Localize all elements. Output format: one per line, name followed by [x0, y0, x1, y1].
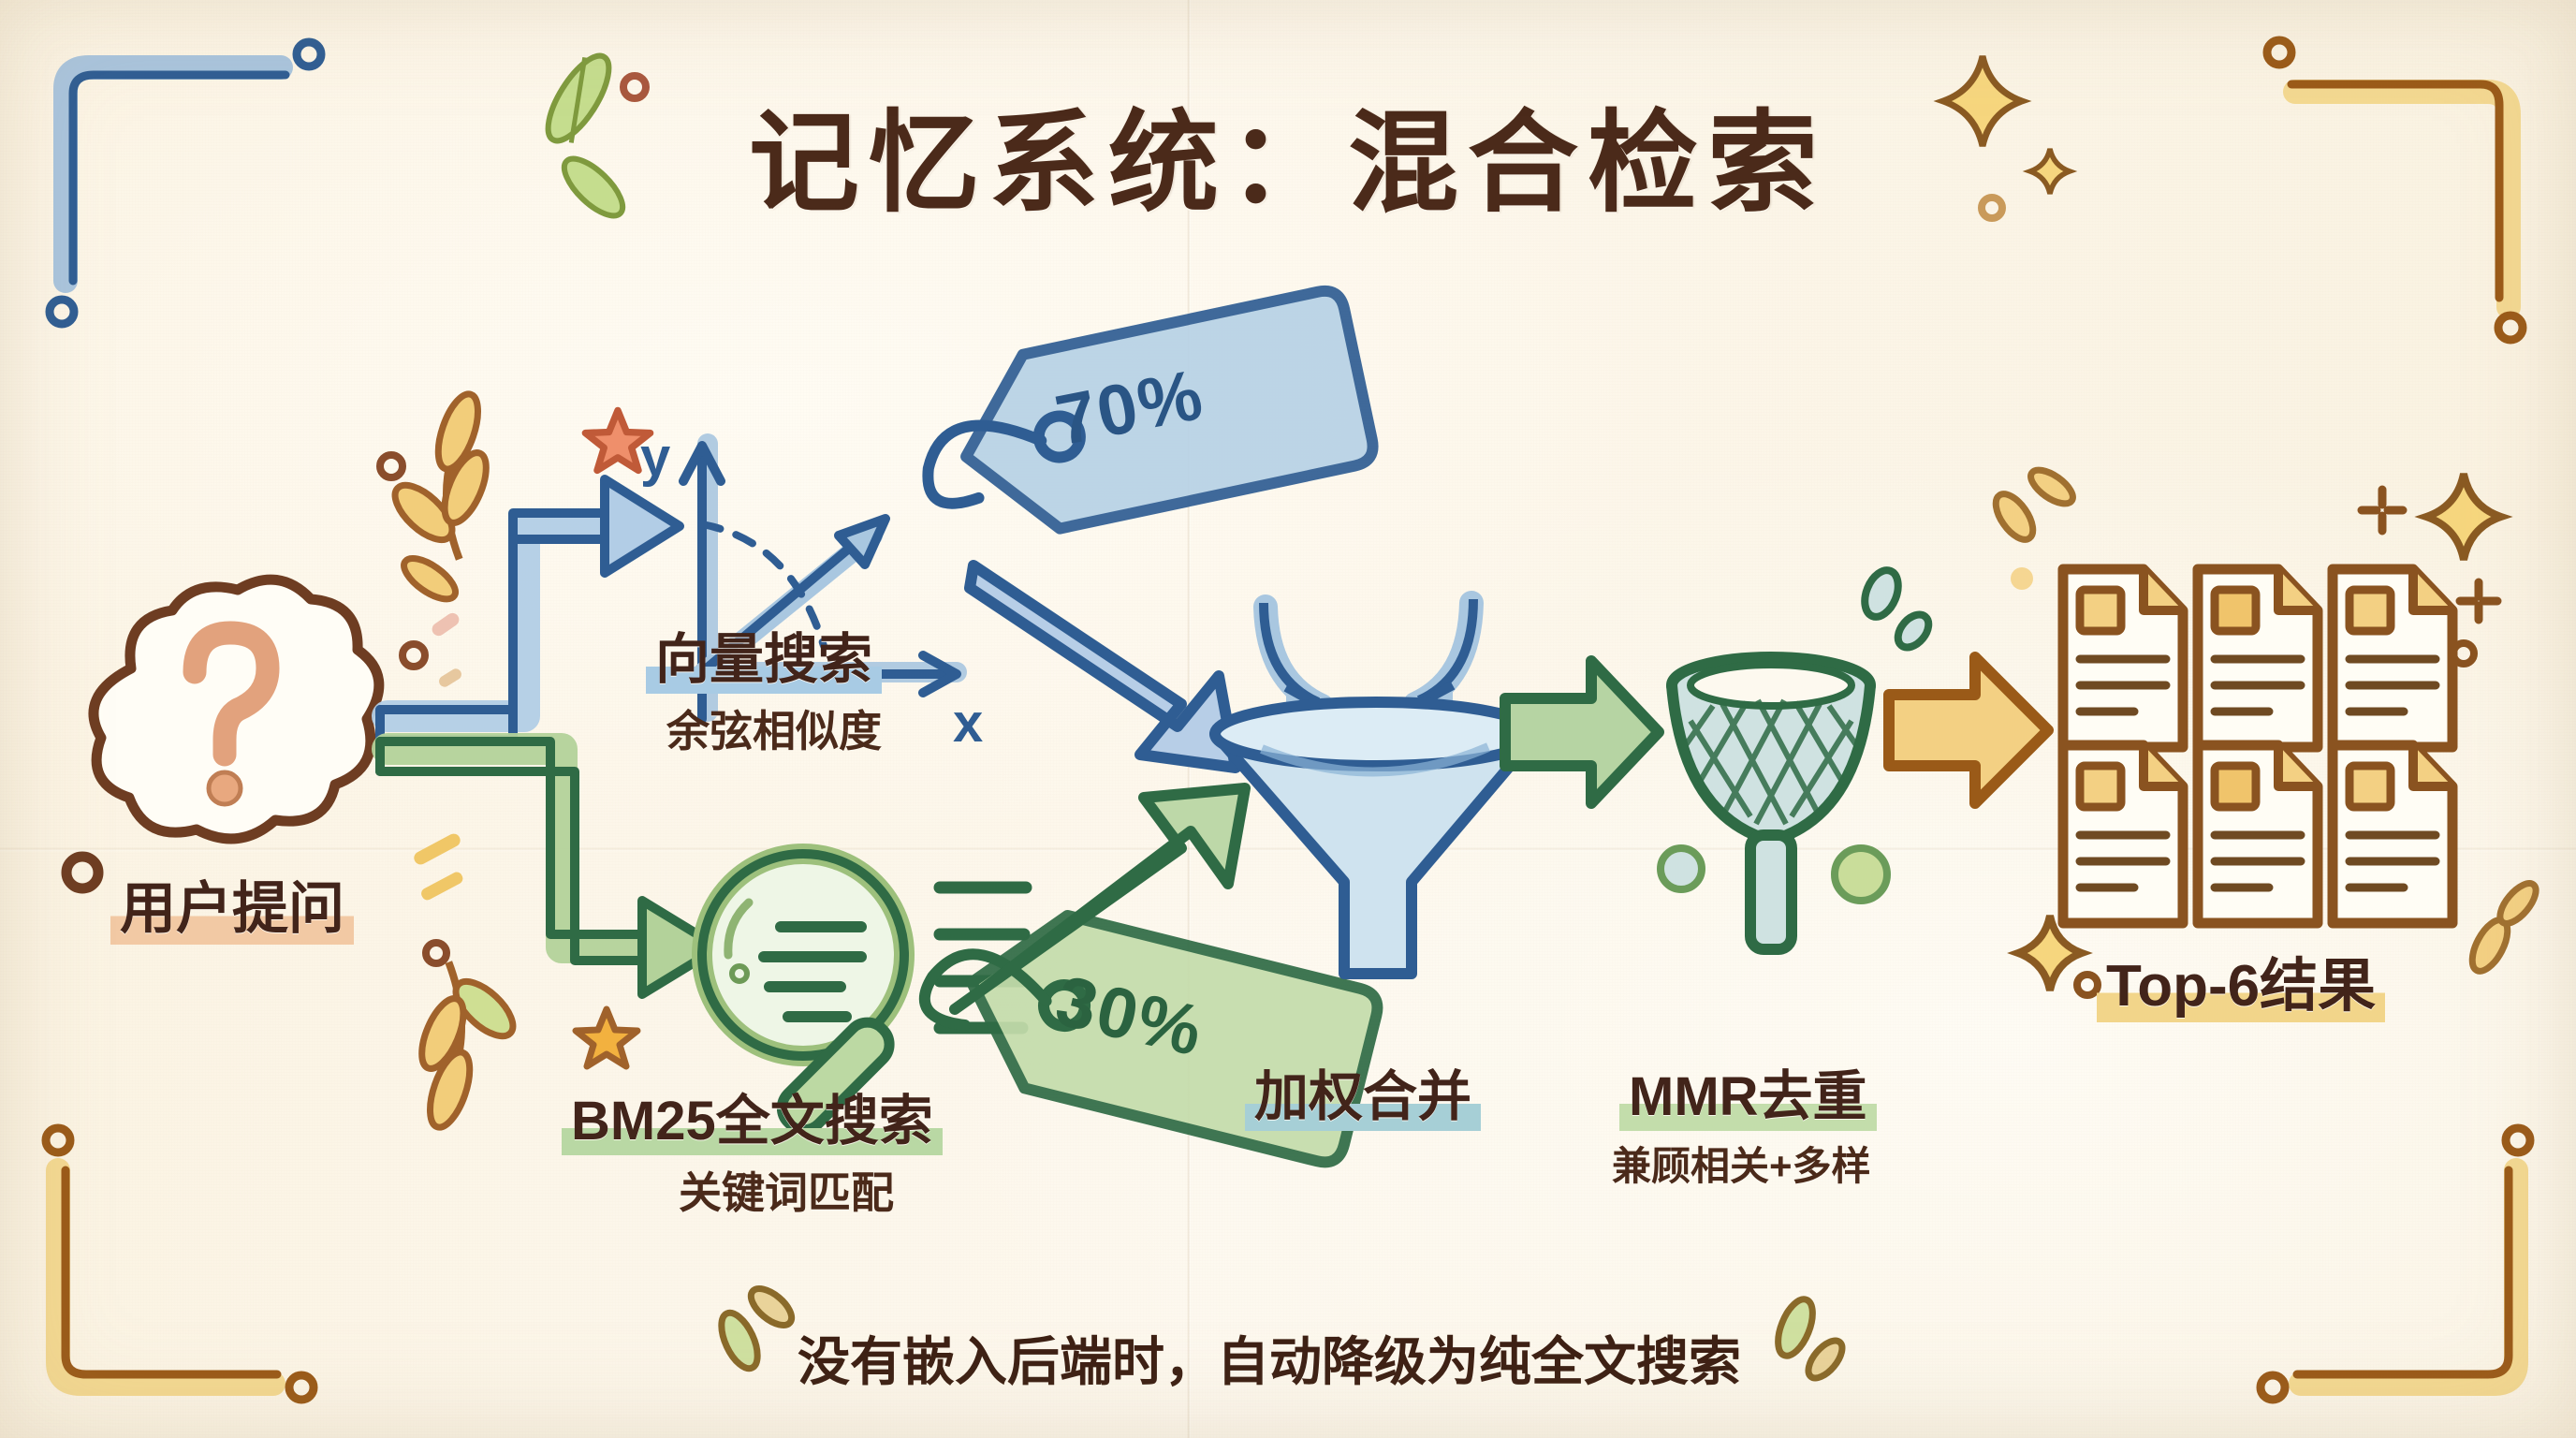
dot-icon — [399, 640, 429, 670]
leaf-icon — [1992, 491, 2037, 543]
dot-icon — [1978, 194, 2006, 222]
dash-icon — [414, 833, 461, 865]
dash-icon — [421, 872, 463, 901]
price-tag-icon — [922, 285, 1379, 535]
leaf-icon — [1775, 1296, 1816, 1359]
bm25-label: BM25全文搜索 — [562, 1075, 943, 1155]
dot-icon — [2011, 567, 2033, 590]
sparkle-icon — [1933, 55, 2032, 147]
svg-text:x: x — [953, 693, 983, 754]
document-icon — [2327, 564, 2458, 753]
star-icon — [572, 1005, 641, 1070]
arrow-right-green — [1500, 655, 1664, 809]
dedupe-label-text: MMR去重 — [1619, 1050, 1877, 1131]
star-icon — [581, 406, 654, 475]
query-label-text: 用户提问 — [110, 861, 354, 945]
svg-text:y: y — [640, 427, 670, 488]
thought-bubble-question-icon — [61, 574, 385, 894]
sparkle-icon — [2007, 915, 2093, 991]
page-title: 记忆系统：混合检索 — [748, 102, 1827, 226]
results-label: Top-6结果 — [2097, 936, 2386, 1022]
vector-search-label-text: 向量搜索 — [646, 613, 883, 694]
sparkle-icon — [2022, 148, 2078, 195]
corner-bracket-top-right — [2262, 36, 2527, 345]
mesh-strainer-icon — [1657, 566, 1933, 955]
corner-bracket-bottom-right — [2256, 1123, 2535, 1404]
leaf-icon — [2496, 880, 2539, 927]
document-grid-icon — [2057, 564, 2458, 929]
merge-label-text: 加权合并 — [1245, 1050, 1482, 1131]
vector-search-label: 向量搜索 — [646, 613, 883, 694]
merge-label: 加权合并 — [1245, 1050, 1482, 1131]
leaf-icon — [747, 1285, 796, 1328]
dot-icon — [422, 939, 450, 967]
dot-icon — [620, 72, 650, 102]
bm25-label-text: BM25全文搜索 — [562, 1075, 943, 1155]
results-label-text: Top-6结果 — [2097, 936, 2386, 1022]
branch-arrow-bm25 — [372, 733, 724, 999]
arrow-right-amber — [1883, 652, 2054, 809]
leaf-icon — [718, 1309, 761, 1372]
sparkle-cross-icon — [2455, 578, 2502, 624]
document-icon — [2057, 740, 2188, 929]
sparkle-icon — [2414, 473, 2513, 561]
leaf-icon — [2027, 466, 2076, 507]
leaf-sprig-icon — [391, 390, 490, 603]
leaf-sprig-icon — [545, 52, 612, 144]
dot-icon — [376, 451, 406, 481]
document-icon — [2057, 564, 2188, 753]
bm25-sublabel: 关键词匹配 — [679, 1168, 894, 1217]
dedupe-sublabel: 兼顾相关+多样 — [1612, 1144, 1871, 1188]
leaf-sprig-icon — [561, 155, 626, 219]
corner-bracket-top-left — [45, 37, 326, 329]
dash-icon — [432, 612, 460, 637]
corner-bracket-bottom-left — [41, 1123, 318, 1404]
sparkle-cross-icon — [2357, 485, 2408, 536]
query-label: 用户提问 — [110, 861, 354, 945]
document-icon — [2192, 564, 2323, 753]
leaf-sprig-icon — [418, 961, 517, 1131]
leaf-icon — [1805, 1337, 1846, 1382]
dedupe-label: MMR去重 — [1619, 1050, 1877, 1131]
branch-arrow-vector — [372, 475, 684, 744]
dot-icon — [2450, 639, 2478, 668]
footnote-text: 没有嵌入后端时，自动降级为纯全文搜索 — [777, 1320, 1762, 1396]
vector-search-sublabel: 余弦相似度 — [666, 707, 882, 756]
dash-icon — [439, 668, 461, 687]
footnote: 没有嵌入后端时，自动降级为纯全文搜索 — [777, 1320, 1762, 1396]
document-icon — [2327, 740, 2458, 929]
document-icon — [2192, 740, 2323, 929]
arrow-bm25-to-merge — [949, 783, 1251, 1015]
